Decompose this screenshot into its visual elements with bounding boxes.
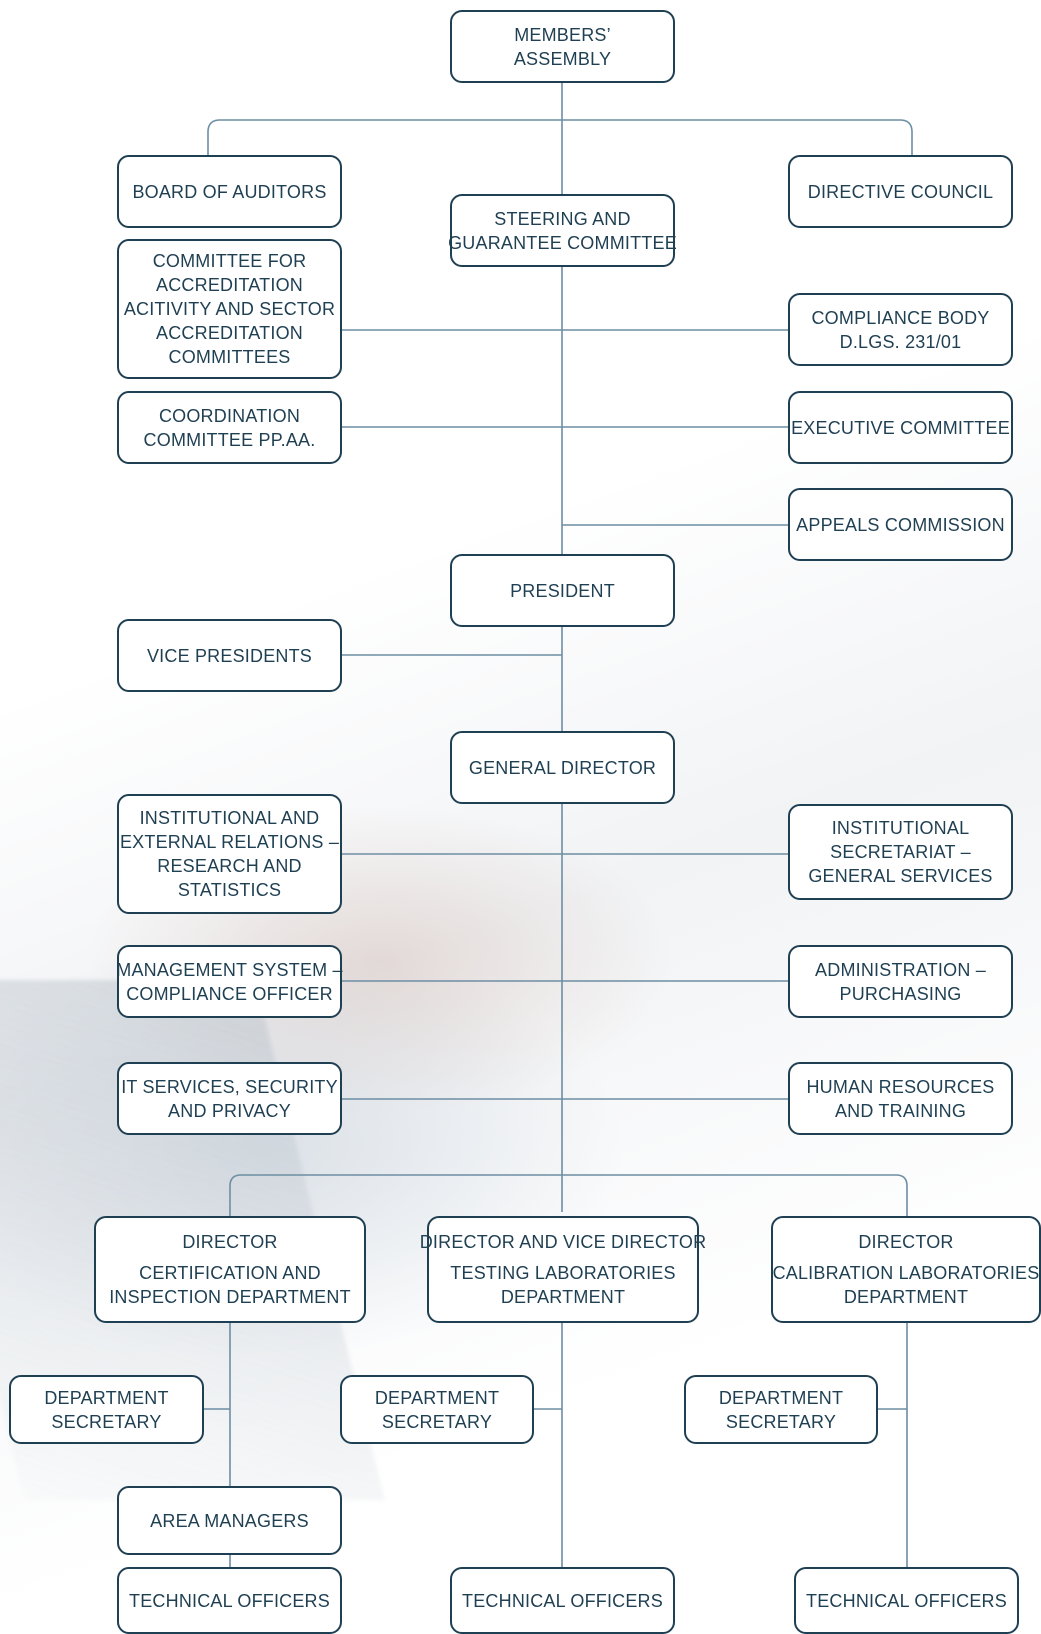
calibration-director-box: DIRECTOR CALIBRATION LABORATORIES DEPART… — [771, 1216, 1041, 1323]
node-line: COMMITTEE FOR — [152, 251, 307, 271]
steering-committee-box: STEERING AND GUARANTEE COMMITTEE — [448, 194, 677, 267]
node-line: COORDINATION — [158, 405, 301, 426]
node-line: GENERAL SERVICES — [808, 866, 993, 886]
node-line: ACCREDITATION — [156, 275, 303, 295]
node-line: MANAGEMENT SYSTEM – — [116, 959, 343, 980]
node-line: EXTERNAL RELATIONS – — [119, 832, 340, 852]
node-line: CERTIFICATION AND — [139, 1263, 321, 1283]
node-line: GENERAL DIRECTOR — [468, 757, 657, 778]
node-line: PRESIDENT — [510, 580, 615, 601]
institutional-relations-box: INSTITUTIONAL AND EXTERNAL RELATIONS – R… — [117, 794, 342, 914]
technical-officers-calibration-box: TECHNICAL OFFICERS — [794, 1567, 1019, 1634]
node-line: SECRETARY — [51, 1411, 162, 1432]
dept-secretary-certification-box: DEPARTMENT SECRETARY — [9, 1375, 204, 1444]
management-system-box: MANAGEMENT SYSTEM – COMPLIANCE OFFICER — [116, 945, 343, 1018]
human-resources-box: HUMAN RESOURCES AND TRAINING — [788, 1062, 1013, 1135]
vice-presidents-box: VICE PRESIDENTS — [117, 619, 342, 692]
node-line: BOARD OF AUDITORS — [132, 181, 327, 202]
department-branch-line — [229, 1174, 908, 1216]
node-line: APPEALS COMMISSION — [796, 514, 1005, 535]
node-line: ACCREDITATION — [156, 323, 303, 343]
node-line: AND TRAINING — [834, 1100, 967, 1121]
node-line: DEPARTMENT — [44, 1387, 169, 1408]
node-line: DEPARTMENT — [500, 1287, 626, 1307]
node-line: PURCHASING — [839, 983, 962, 1004]
node-line: AREA MANAGERS — [150, 1510, 309, 1531]
testing-director-box: DIRECTOR AND VICE DIRECTOR TESTING LABOR… — [420, 1216, 706, 1323]
appeals-commission-box: APPEALS COMMISSION — [788, 488, 1013, 561]
node-line: COMMITTEES — [168, 347, 291, 367]
node-line: INSTITUTIONAL AND — [139, 808, 320, 828]
node-line: MEMBERS’ — [514, 24, 611, 45]
node-line: ADMINISTRATION – — [815, 959, 986, 980]
it-services-box: IT SERVICES, SECURITY AND PRIVACY — [117, 1062, 342, 1135]
node-line: INSPECTION DEPARTMENT — [109, 1287, 351, 1307]
members-assembly-box: MEMBERS’ ASSEMBLY — [450, 10, 675, 83]
executive-committee-box: EXECUTIVE COMMITTEE — [788, 391, 1013, 464]
node-line: SECRETARY — [381, 1411, 493, 1432]
node-line: COMPLIANCE BODY — [811, 307, 990, 328]
board-of-auditors-box: BOARD OF AUDITORS — [117, 155, 342, 228]
node-line: STEERING AND — [494, 208, 631, 229]
administration-box: ADMINISTRATION – PURCHASING — [788, 945, 1013, 1018]
node-line: ASSEMBLY — [513, 48, 612, 69]
directive-council-box: DIRECTIVE COUNCIL — [788, 155, 1013, 228]
institutional-secretariat-box: INSTITUTIONAL SECRETARIAT – GENERAL SERV… — [788, 804, 1013, 900]
technical-officers-testing-box: TECHNICAL OFFICERS — [450, 1567, 675, 1634]
node-line: EXECUTIVE COMMITTEE — [791, 417, 1010, 438]
dept-secretary-calibration-box: DEPARTMENT SECRETARY — [684, 1375, 878, 1444]
node-line: TECHNICAL OFFICERS — [806, 1590, 1007, 1611]
coordination-committee-box: COORDINATION COMMITTEE PP.AA. — [117, 391, 342, 464]
general-director-box: GENERAL DIRECTOR — [450, 731, 675, 804]
node-line: HUMAN RESOURCES — [806, 1076, 995, 1097]
compliance-body-box: COMPLIANCE BODY D.LGS. 231/01 — [788, 293, 1013, 366]
president-box: PRESIDENT — [450, 554, 675, 627]
certification-director-box: DIRECTOR CERTIFICATION AND INSPECTION DE… — [94, 1216, 366, 1323]
top-branch-line — [207, 119, 913, 155]
dept-secretary-testing-box: DEPARTMENT SECRETARY — [340, 1375, 534, 1444]
node-line: DEPARTMENT — [718, 1387, 844, 1408]
area-managers-box: AREA MANAGERS — [117, 1486, 342, 1555]
node-line: SECRETARY — [725, 1411, 837, 1432]
node-line: COMMITTEE PP.AA. — [143, 429, 316, 450]
node-line: ACITIVITY AND SECTOR — [123, 299, 336, 319]
node-line: TESTING LABORATORIES — [450, 1263, 676, 1283]
node-line: DEPARTMENT — [374, 1387, 500, 1408]
node-line: INSTITUTIONAL — [831, 818, 970, 838]
node-role: DIRECTOR AND VICE DIRECTOR — [419, 1232, 707, 1252]
node-line: AND PRIVACY — [168, 1100, 291, 1121]
node-line: DEPARTMENT — [843, 1287, 969, 1307]
node-line: STATISTICS — [177, 880, 282, 900]
node-line: CALIBRATION LABORATORIES — [772, 1263, 1040, 1283]
node-line: IT SERVICES, SECURITY — [121, 1076, 338, 1097]
node-line: GUARANTEE COMMITTEE — [448, 232, 677, 253]
node-role: DIRECTOR — [858, 1232, 954, 1252]
technical-officers-certification-box: TECHNICAL OFFICERS — [117, 1567, 342, 1634]
node-line: COMPLIANCE OFFICER — [126, 983, 333, 1004]
node-line: TECHNICAL OFFICERS — [129, 1590, 330, 1611]
node-role: DIRECTOR — [182, 1232, 278, 1252]
node-line: SECRETARIAT – — [830, 842, 971, 862]
node-line: RESEARCH AND — [157, 856, 302, 876]
node-line: VICE PRESIDENTS — [146, 645, 313, 666]
node-line: D.LGS. 231/01 — [839, 331, 962, 352]
node-line: TECHNICAL OFFICERS — [462, 1590, 663, 1611]
node-line: DIRECTIVE COUNCIL — [807, 181, 994, 202]
accreditation-committee-box: COMMITTEE FOR ACCREDITATION ACITIVITY AN… — [117, 239, 342, 379]
